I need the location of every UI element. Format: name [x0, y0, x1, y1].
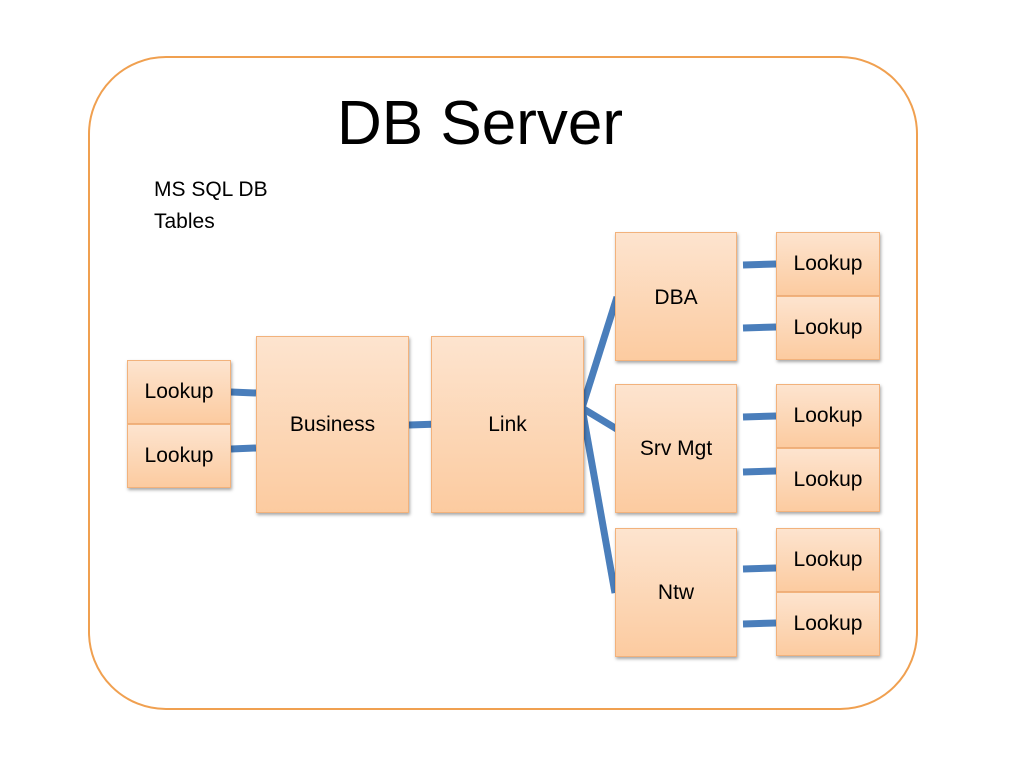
lookup-dba-1: Lookup [776, 232, 880, 296]
lookup-left-2: Lookup [127, 424, 231, 488]
lookup-label: Lookup [793, 548, 863, 571]
link-table: Link [431, 336, 584, 513]
lookup-ntw-2: Lookup [776, 592, 880, 656]
connector-lookup-left-2 [230, 444, 257, 453]
connector-ntw-lookup-2 [742, 619, 777, 628]
lookup-label: Lookup [144, 380, 214, 403]
business-label: Business [289, 413, 376, 436]
lookup-label: Lookup [793, 316, 863, 339]
db-server-frame [88, 56, 918, 710]
lookup-dba-2: Lookup [776, 296, 880, 360]
lookup-left-1: Lookup [127, 360, 231, 424]
link-label: Link [488, 413, 527, 436]
lookup-label: Lookup [144, 444, 214, 467]
ntw-table: Ntw [615, 528, 737, 657]
lookup-label: Lookup [793, 468, 863, 491]
ntw-label: Ntw [657, 581, 695, 604]
lookup-srv-1: Lookup [776, 384, 880, 448]
srv-mgt-table: Srv Mgt [615, 384, 737, 513]
subtitle-line-2: Tables [154, 210, 215, 233]
connector-srv-lookup-1 [742, 412, 777, 421]
lookup-ntw-1: Lookup [776, 528, 880, 592]
connector-link-dba [578, 295, 621, 410]
connector-dba-lookup-1 [742, 260, 777, 269]
connector-link-ntw [578, 407, 619, 594]
lookup-label: Lookup [793, 252, 863, 275]
dba-label: DBA [654, 286, 698, 309]
connector-srv-lookup-2 [742, 467, 777, 476]
lookup-label: Lookup [793, 404, 863, 427]
lookup-srv-2: Lookup [776, 448, 880, 512]
dba-table: DBA [615, 232, 737, 361]
subtitle: MS SQL DB Tables [154, 174, 354, 238]
connector-dba-lookup-2 [742, 323, 777, 332]
subtitle-line-1: MS SQL DB [154, 178, 268, 201]
connector-ntw-lookup-1 [742, 564, 777, 573]
diagram-title: DB Server [337, 89, 623, 158]
connector-lookup-left-1 [230, 388, 257, 397]
business-table: Business [256, 336, 409, 513]
srv-mgt-label: Srv Mgt [639, 437, 713, 460]
lookup-label: Lookup [793, 612, 863, 635]
